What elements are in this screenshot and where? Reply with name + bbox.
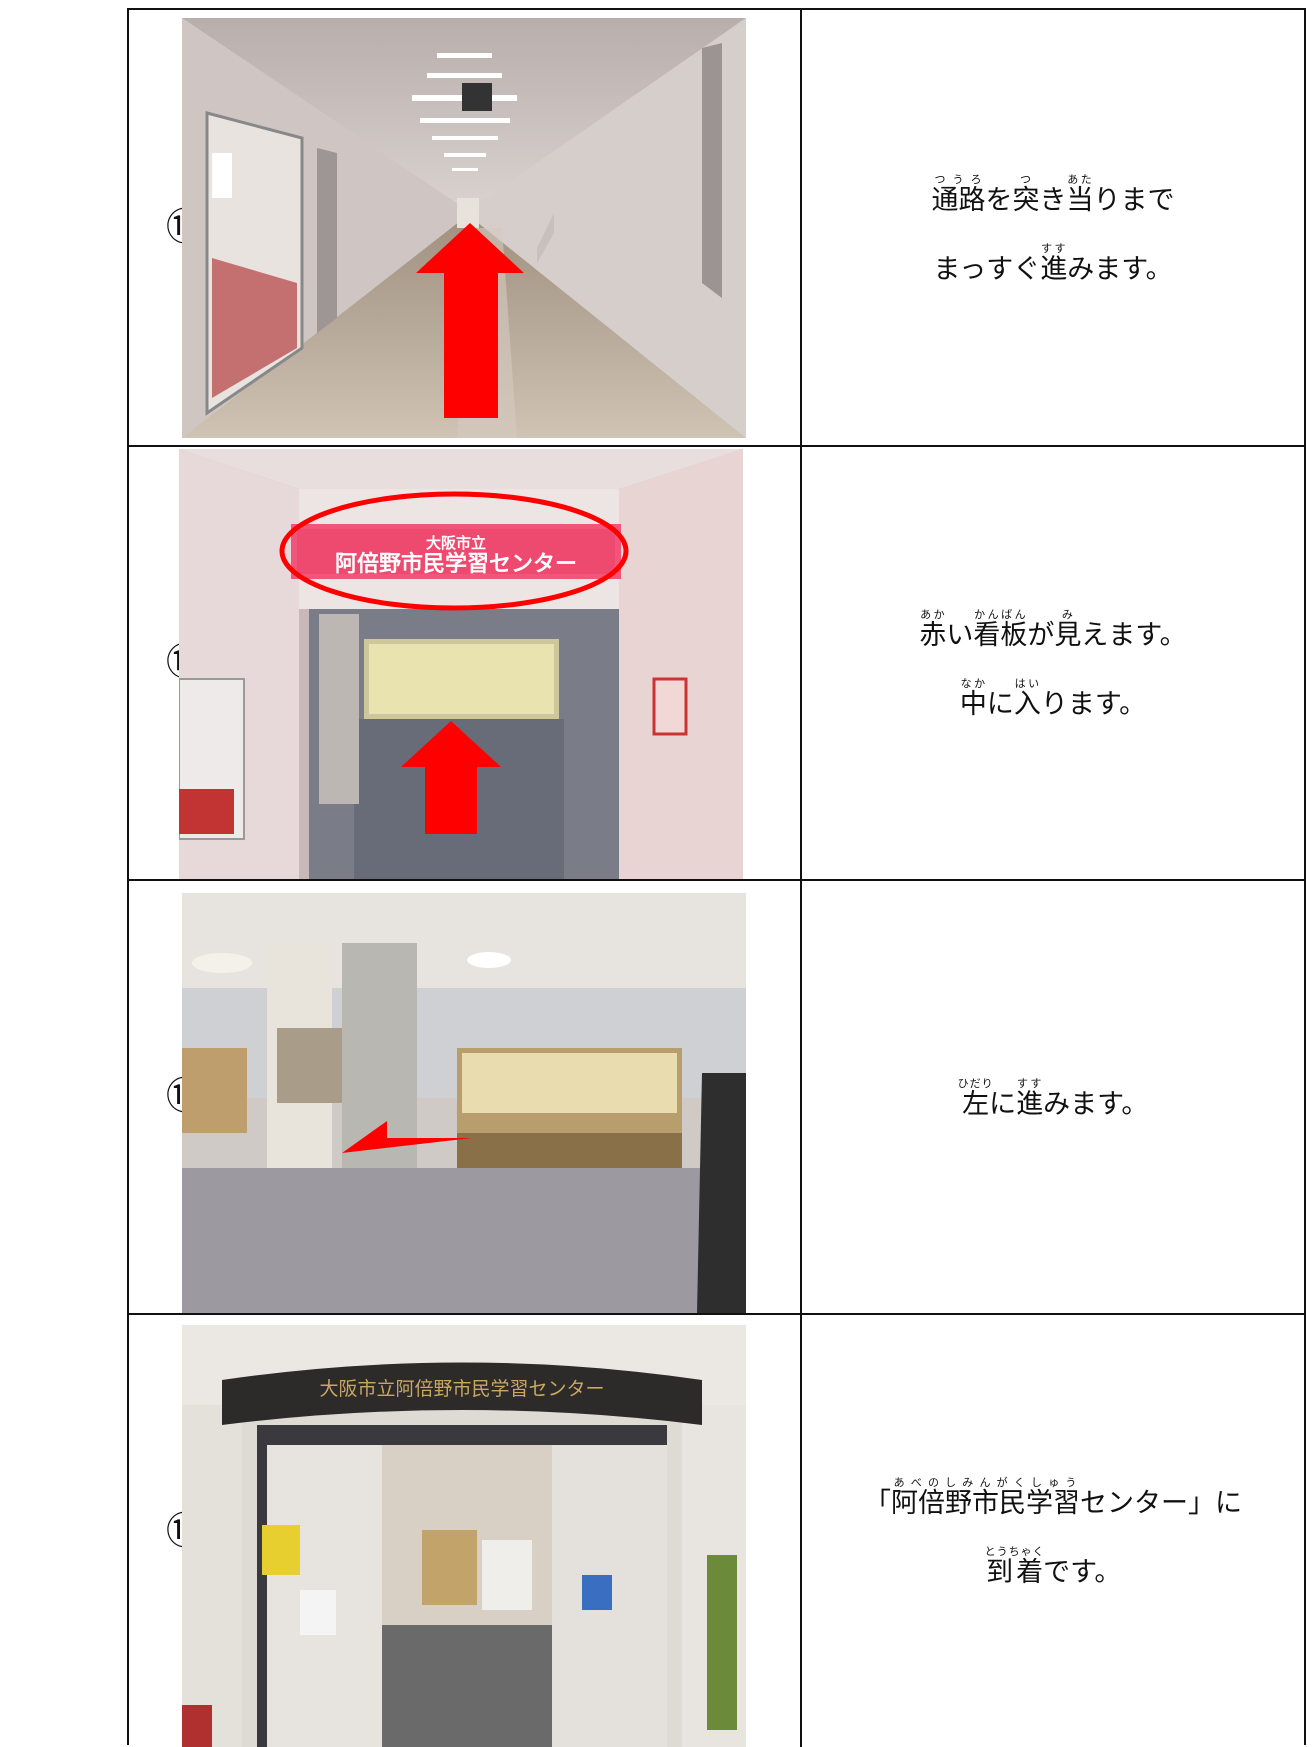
up-arrow xyxy=(401,721,501,834)
instruction-text: りまで xyxy=(1093,184,1175,216)
instruction-text: センター」に xyxy=(1080,1488,1242,1519)
instruction-text: えます。 xyxy=(1081,620,1187,651)
furigana-word: 左ひだり xyxy=(957,1076,994,1120)
instruction-text: みます。 xyxy=(1043,1088,1149,1120)
sign-top-text: 大阪市立 xyxy=(426,534,486,552)
turn-left-arrow xyxy=(342,1121,472,1153)
table-row: ⑮ 左ひだりに進すすみます。 xyxy=(129,881,1304,1315)
instruction-line: 中なかに入はいります。 xyxy=(960,677,1146,718)
instruction-cell: 左ひだりに進すすみます。 xyxy=(802,881,1304,1313)
instruction-text: みます。 xyxy=(1067,253,1173,285)
instruction-cell: 「阿倍野市民学習あべのしみんがくしゅうセンター」に 到着とうちゃくです。 xyxy=(802,1315,1304,1747)
hallway-photo-image xyxy=(182,18,746,438)
sign-main-text: 阿倍野市民学習センター xyxy=(335,551,577,577)
instruction-line: 赤あかい看板かんばんが見みえます。 xyxy=(919,608,1186,649)
instruction-text: に xyxy=(986,689,1014,720)
instruction-text: です。 xyxy=(1043,1557,1122,1588)
photo-entrance: 大阪市立阿倍野市民学習センター xyxy=(182,1325,746,1747)
instruction-text: 「 xyxy=(864,1488,891,1519)
instruction-text: を xyxy=(985,184,1013,216)
instruction-text: に xyxy=(989,1088,1017,1120)
table-row: ⑭ 大阪市立 阿倍野市民学習センター xyxy=(129,447,1304,881)
lobby-photo-image xyxy=(182,893,746,1313)
red-sign-photo-image: 大阪市立 阿倍野市民学習センター xyxy=(179,449,743,879)
furigana-word: 進すす xyxy=(1040,241,1068,285)
furigana-word: 中なか xyxy=(959,677,987,720)
photo-hallway xyxy=(182,18,746,438)
entrance-photo-image: 大阪市立阿倍野市民学習センター xyxy=(182,1325,746,1747)
photo-red-sign: 大阪市立 阿倍野市民学習センター xyxy=(179,449,743,879)
column-divider xyxy=(800,10,802,445)
instruction-line: 通路つうろを突つき当あたりまで xyxy=(932,173,1175,214)
instruction-text: ります。 xyxy=(1040,689,1147,720)
instruction-cell: 通路つうろを突つき当あたりまで まっすぐ進すすみます。 xyxy=(802,10,1304,445)
instruction-text: い xyxy=(946,620,974,651)
highlight-ellipse xyxy=(279,491,629,611)
instruction-line: 左ひだりに進すすみます。 xyxy=(958,1077,1149,1118)
furigana-word: 到着とうちゃく xyxy=(984,1545,1045,1588)
instruction-text: まっすぐ xyxy=(933,253,1041,285)
photo-lobby xyxy=(182,893,746,1313)
table-row: ⑬ xyxy=(129,10,1304,447)
column-divider xyxy=(800,1315,802,1747)
canopy-text: 大阪市立阿倍野市民学習センター xyxy=(319,1378,604,1400)
furigana-word: 突つ xyxy=(1012,172,1040,216)
column-divider xyxy=(800,447,802,879)
instruction-cell: 赤あかい看板かんばんが見みえます。 中なかに入はいります。 xyxy=(802,447,1304,879)
furigana-word: 通路つうろ xyxy=(931,172,986,216)
column-divider xyxy=(800,881,802,1313)
furigana-word: 進すす xyxy=(1016,1076,1044,1120)
instruction-line: まっすぐ進すすみます。 xyxy=(933,242,1172,283)
furigana-word: 入はい xyxy=(1013,677,1041,720)
table-row: ⑯ 大阪市立阿倍野市民学習センター xyxy=(129,1315,1304,1747)
instruction-text: が xyxy=(1027,620,1055,651)
furigana-word: 看板かんばん xyxy=(973,608,1028,651)
instruction-line: 到着とうちゃくです。 xyxy=(985,1545,1122,1586)
route-guide-table: ⑬ xyxy=(127,8,1306,1747)
furigana-word: 赤あか xyxy=(919,608,947,651)
up-arrow xyxy=(416,223,524,418)
instruction-line: 「阿倍野市民学習あべのしみんがくしゅうセンター」に xyxy=(864,1476,1242,1517)
furigana-word: 当あた xyxy=(1066,172,1094,216)
furigana-word: 阿倍野市民学習あべのしみんがくしゅう xyxy=(891,1476,1080,1519)
furigana-word: 見み xyxy=(1054,608,1082,651)
instruction-text: き xyxy=(1039,184,1067,216)
